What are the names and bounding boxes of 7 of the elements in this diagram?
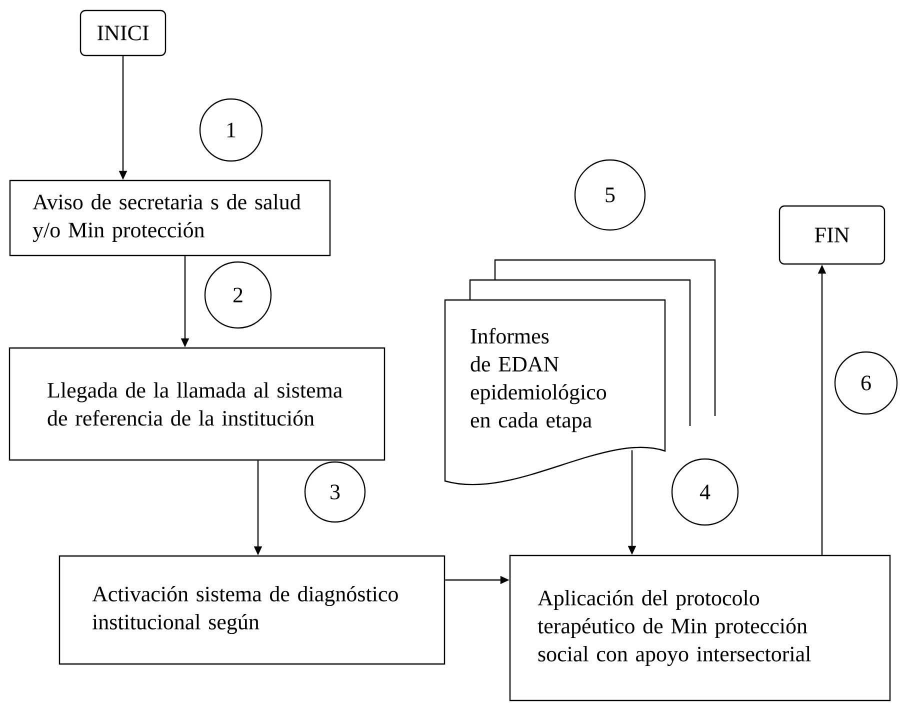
process-box: Activación sistema de diagnóstico institucional según xyxy=(58,555,446,665)
terminal-box: INICI xyxy=(80,10,166,56)
document-stack: Informes de EDAN epidemiológico en cada etapa xyxy=(444,259,716,485)
process-box: Aplicación del protocolo terapéutico de Min protección social con apoyo intersectorial xyxy=(509,554,891,702)
process-box: Llegada de la llamada al sistema de referencia de la institución xyxy=(8,347,386,461)
process-box: Aviso de secretaria s de salud y/o Min protección xyxy=(9,180,331,256)
terminal-box: FIN xyxy=(778,205,886,265)
